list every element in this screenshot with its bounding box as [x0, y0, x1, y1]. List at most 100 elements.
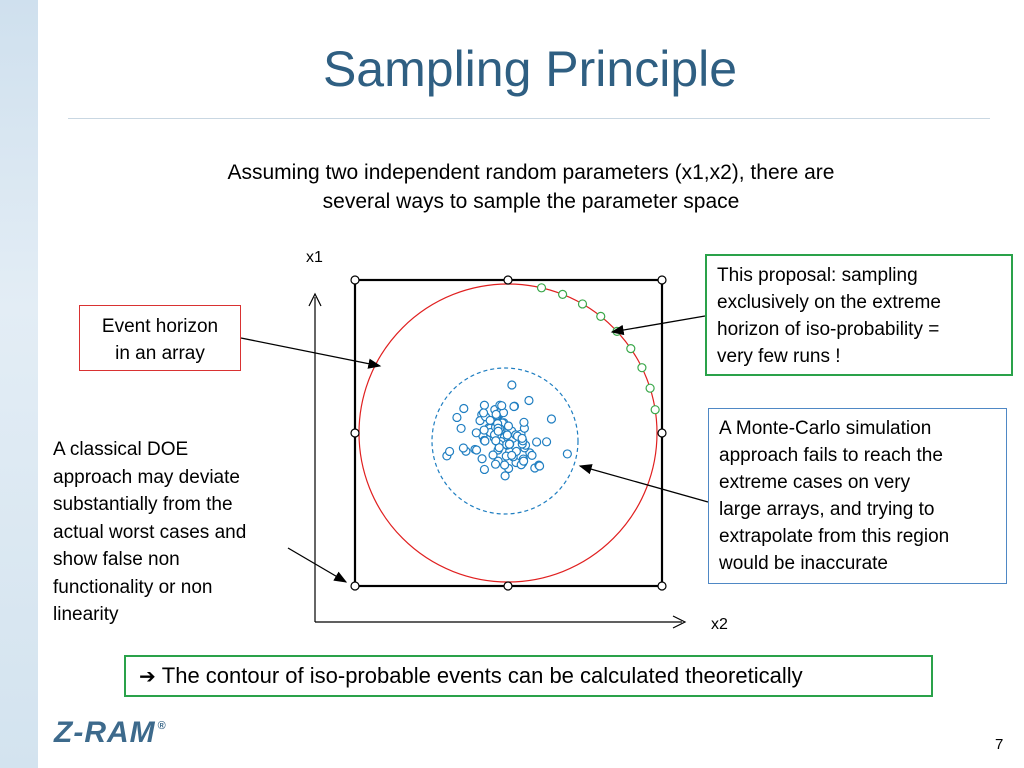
doe-point	[350, 275, 360, 285]
monte-carlo-point	[471, 428, 481, 438]
callout-line: functionality or non	[53, 576, 213, 598]
slide-subtitle: Assuming two independent random paramete…	[120, 158, 942, 216]
monte-carlo-point	[479, 464, 490, 475]
monte-carlo-point	[459, 403, 469, 414]
iso-probability-point	[577, 299, 588, 309]
callout-line: would be inaccurate	[719, 553, 888, 574]
subtitle-line-1: Assuming two independent random paramete…	[227, 161, 835, 184]
monte-carlo-point	[532, 437, 542, 447]
doe-point	[657, 275, 667, 285]
doe-point	[503, 581, 513, 591]
callout-line: exclusively on the extreme	[717, 292, 941, 313]
callout-line: extreme cases on very	[719, 472, 911, 493]
conclusion-text: The contour of iso-probable events can b…	[161, 663, 803, 688]
iso-probability-point	[536, 283, 547, 293]
monte-carlo-point	[491, 436, 501, 446]
doe-point	[350, 581, 360, 591]
arrow-right-icon: ➔	[139, 666, 156, 688]
doe-arrow	[287, 547, 348, 583]
page-number: 7	[995, 736, 1004, 753]
monte-carlo-point	[509, 401, 519, 412]
iso-probability-point	[626, 344, 636, 354]
callout-line: substantially from the	[53, 494, 233, 515]
iso-probability-point	[637, 363, 647, 373]
doe-point	[657, 428, 667, 438]
registered-mark: ®	[157, 720, 167, 732]
monte-carlo-point	[488, 450, 498, 460]
monte-carlo-point	[527, 450, 537, 460]
decorative-sidebar	[0, 0, 38, 768]
monte-carlo-point	[517, 433, 527, 443]
monte-carlo-point	[480, 436, 490, 446]
callout-line: linearity	[53, 604, 119, 625]
doe-callout: A classical DOE approach may deviate sub…	[53, 436, 298, 629]
doe-point	[657, 581, 667, 591]
monte-carlo-point	[503, 421, 514, 431]
monte-carlo-point	[524, 395, 534, 406]
callout-line: in an array	[115, 343, 205, 364]
monte-carlo-point	[546, 414, 557, 424]
monte-carlo-point	[502, 430, 512, 440]
callout-line: approach fails to reach the	[719, 445, 943, 466]
monte-carlo-point	[490, 459, 501, 469]
monte-carlo-point	[500, 471, 510, 481]
callout-line: show false non	[53, 549, 180, 570]
monte-carlo-point	[507, 450, 517, 460]
monte-carlo-point	[562, 449, 572, 459]
y-axis-arrowhead	[308, 292, 322, 307]
callout-line: horizon of iso-probability =	[717, 319, 940, 340]
callout-line: approach may deviate	[53, 466, 240, 488]
monte-carlo-point	[497, 401, 507, 411]
callout-line: This proposal: sampling	[717, 265, 918, 286]
callout-line: A classical DOE	[53, 439, 189, 460]
event-horizon-arrow	[240, 337, 382, 369]
iso-probability-point	[596, 311, 606, 321]
doe-point	[350, 428, 360, 438]
proposal-arrow	[610, 315, 706, 336]
iso-probability-point	[650, 405, 660, 415]
callout-line: large arrays, and trying to	[719, 499, 935, 520]
doe-point	[503, 275, 513, 285]
monte-carlo-sample-points	[442, 380, 572, 481]
subtitle-line-2: several ways to sample the parameter spa…	[322, 190, 740, 213]
monte-carlo-point	[541, 437, 552, 447]
slide-title: Sampling Principle	[322, 41, 738, 97]
monte-carlo-point	[534, 461, 545, 471]
monte-carlo-point	[519, 456, 529, 466]
monte-carlo-arrow	[578, 464, 709, 503]
logo-text: Z-RAM	[54, 716, 156, 749]
monte-carlo-point	[456, 423, 466, 434]
monte-carlo-callout: A Monte-Carlo simulation approach fails …	[708, 408, 1007, 584]
doe-sample-points	[350, 275, 667, 591]
title-divider	[68, 118, 990, 119]
callout-line: very few runs !	[717, 346, 841, 367]
monte-carlo-point	[444, 446, 455, 457]
company-logo: Z-RAM®	[54, 716, 167, 750]
conclusion-box: ➔The contour of iso-probable events can …	[124, 655, 933, 697]
monte-carlo-point	[504, 439, 515, 449]
proposal-callout: This proposal: sampling exclusively on t…	[705, 254, 1013, 376]
event-horizon-callout: Event horizon in an array	[79, 305, 241, 371]
callout-line: actual worst cases and	[53, 521, 247, 543]
monte-carlo-point	[519, 417, 529, 427]
monte-carlo-point	[507, 380, 517, 390]
monte-carlo-point	[491, 409, 501, 419]
monte-carlo-point	[479, 400, 490, 410]
monte-carlo-point	[479, 425, 489, 435]
x-axis-arrowhead	[672, 615, 687, 629]
x-axis-label: x2	[711, 616, 728, 633]
iso-probability-point	[645, 383, 655, 393]
callout-line: extrapolate from this region	[719, 526, 950, 547]
iso-probability-point	[558, 289, 568, 299]
y-axis-label: x1	[306, 249, 323, 266]
monte-carlo-point	[458, 443, 468, 453]
monte-carlo-point	[477, 454, 487, 464]
monte-carlo-point	[485, 415, 495, 425]
monte-carlo-point	[499, 460, 510, 470]
monte-carlo-boundary	[431, 367, 579, 515]
callout-line: A Monte-Carlo simulation	[719, 418, 932, 439]
monte-carlo-point	[452, 412, 462, 423]
callout-line: Event horizon	[101, 316, 219, 337]
iso-probability-sample-points	[536, 283, 660, 415]
